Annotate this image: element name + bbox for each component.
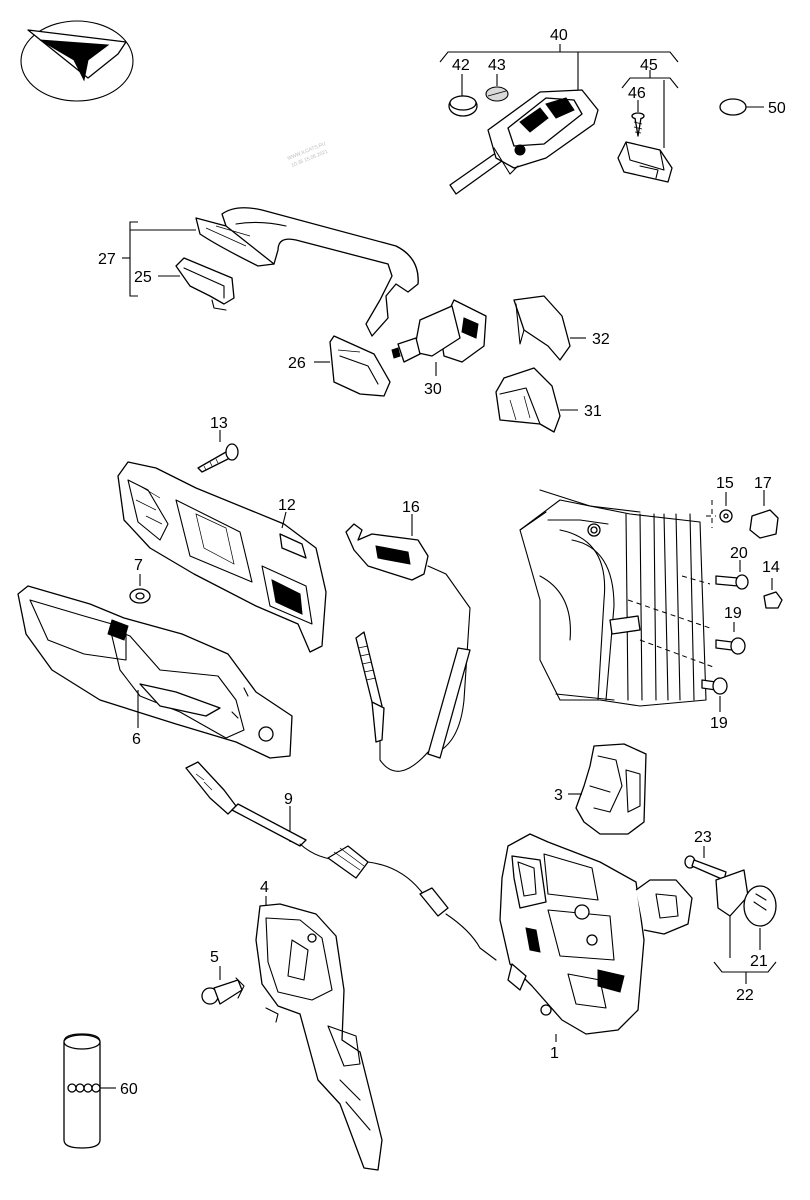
callout-31: 31 [584, 403, 602, 420]
callout-50: 50 [768, 100, 786, 117]
callout-16: 16 [402, 499, 420, 516]
handle-carrier-12 [117, 461, 327, 653]
plug-17 [749, 509, 779, 539]
inner-handle-trim-6 [17, 585, 293, 759]
orientation-badge [20, 20, 134, 102]
callout-42: 42 [452, 57, 470, 74]
callout-4: 4 [260, 879, 269, 896]
callout-25: 25 [134, 269, 152, 286]
callout-40: 40 [550, 27, 568, 44]
cap-31 [495, 367, 578, 433]
bracket-3 [568, 743, 647, 835]
callout-15: 15 [716, 475, 734, 492]
callout-45: 45 [640, 57, 658, 74]
screw-23 [684, 846, 727, 881]
callout-5: 5 [210, 949, 219, 966]
callout-27: 27 [98, 251, 116, 268]
door-panel-section [519, 489, 717, 707]
callout-30: 30 [424, 381, 442, 398]
callout-1: 1 [550, 1045, 559, 1062]
lock-cylinder-30 [391, 299, 487, 376]
bracket-22 [713, 961, 777, 984]
callout-19b: 19 [710, 715, 728, 732]
callout-60: 60 [120, 1081, 138, 1098]
inner-handle-cable-16 [345, 514, 471, 772]
callout-9: 9 [284, 791, 293, 808]
callout-23: 23 [694, 829, 712, 846]
cap-50 [719, 98, 764, 116]
callout-6: 6 [132, 731, 141, 748]
screw-46 [631, 112, 645, 137]
grommet-15 [719, 509, 733, 523]
callout-19a: 19 [724, 605, 742, 622]
leaders-right [719, 490, 773, 712]
cover-4 [255, 896, 383, 1171]
callout-46: 46 [628, 85, 646, 102]
callout-12: 12 [278, 497, 296, 514]
cable-9 [185, 761, 497, 961]
handle-group-bracket [122, 221, 196, 297]
clip-5 [201, 966, 245, 1005]
cap-32 [513, 295, 586, 361]
plug-14 [763, 591, 783, 609]
emblem-badge-43 [485, 86, 509, 102]
outer-handle-27 [195, 207, 419, 337]
callout-22: 22 [736, 987, 754, 1004]
seal-25 [175, 257, 235, 311]
screw-19b [701, 677, 728, 695]
callout-32: 32 [592, 331, 610, 348]
striker-cap-21 [715, 869, 777, 958]
grease-tube-60 [63, 1033, 116, 1149]
flip-key-40 [449, 89, 599, 195]
door-lock-1 [499, 833, 693, 1042]
callout-labels: 40 42 43 45 46 50 27 25 26 30 32 31 13 1… [98, 27, 786, 1098]
bolt-20 [715, 574, 749, 590]
callout-13: 13 [210, 415, 228, 432]
callout-3: 3 [554, 787, 563, 804]
screw-19a [715, 637, 746, 655]
callout-26: 26 [288, 355, 306, 372]
coin-battery-42 [448, 95, 478, 117]
callout-7: 7 [134, 557, 143, 574]
callout-21: 21 [750, 953, 768, 970]
washer-7 [129, 574, 151, 604]
callout-43: 43 [488, 57, 506, 74]
key-group-brackets [439, 44, 679, 148]
key-cover-45 [617, 141, 673, 183]
callout-14: 14 [762, 559, 780, 576]
callout-20: 20 [730, 545, 748, 562]
screw-13 [197, 430, 239, 473]
seal-plate-26 [314, 335, 391, 397]
callout-17: 17 [754, 475, 772, 492]
